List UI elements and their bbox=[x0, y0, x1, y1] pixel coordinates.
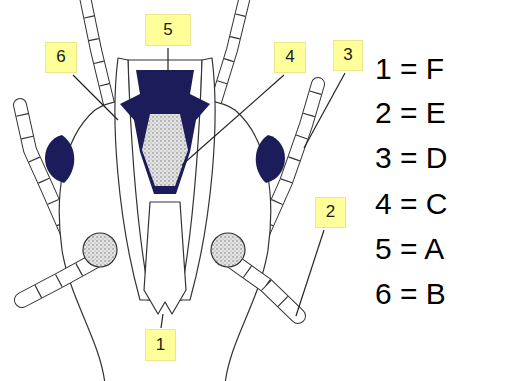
antenna bbox=[84, 0, 110, 108]
callout-number: 2 bbox=[326, 203, 335, 222]
head-capsule bbox=[59, 97, 270, 381]
callout-box: 5 bbox=[145, 14, 191, 46]
palp-segment bbox=[228, 258, 298, 316]
leader-line bbox=[304, 73, 345, 148]
palp bbox=[228, 258, 298, 316]
leader-line bbox=[161, 314, 163, 328]
callout-box: 3 bbox=[333, 40, 363, 71]
leader-line bbox=[167, 48, 168, 74]
antenna-segment bbox=[84, 0, 110, 108]
callout-box: 1 bbox=[145, 329, 176, 361]
key-entry: 3 = D bbox=[375, 141, 448, 174]
key-entry: 5 = A bbox=[375, 232, 444, 265]
hypopharynx bbox=[144, 202, 186, 314]
antenna bbox=[215, 0, 246, 105]
leader-lines bbox=[73, 48, 345, 328]
callout-number: 1 bbox=[156, 336, 165, 355]
labrum-dark bbox=[120, 70, 210, 194]
leader-line bbox=[182, 75, 284, 165]
lower-palps bbox=[22, 258, 298, 316]
key-entry: 4 = C bbox=[375, 187, 448, 220]
callout-number: 3 bbox=[343, 46, 352, 65]
callout-box: 2 bbox=[315, 197, 346, 228]
palp-segment bbox=[22, 258, 100, 300]
palp-base bbox=[211, 233, 245, 267]
callout-box: 6 bbox=[45, 42, 77, 73]
palp-base bbox=[83, 233, 117, 267]
compound-eye bbox=[45, 135, 74, 183]
key-entry: 2 = E bbox=[375, 96, 446, 129]
compound-eye bbox=[256, 135, 285, 183]
palp bbox=[228, 258, 298, 316]
leader-line bbox=[73, 75, 118, 120]
antenna bbox=[215, 0, 246, 105]
palp bbox=[22, 258, 100, 300]
key-entry: 6 = B bbox=[375, 277, 446, 310]
leader-line bbox=[296, 230, 324, 316]
callout-number: 4 bbox=[285, 48, 294, 67]
callout-number: 6 bbox=[56, 48, 65, 67]
antenna bbox=[84, 0, 110, 108]
callout-box: 4 bbox=[274, 42, 306, 73]
stippled-region bbox=[142, 114, 188, 186]
callout-number: 5 bbox=[163, 21, 172, 40]
key-entry: 1 = F bbox=[375, 52, 444, 85]
palp bbox=[22, 258, 100, 300]
antenna-segment bbox=[215, 0, 246, 105]
